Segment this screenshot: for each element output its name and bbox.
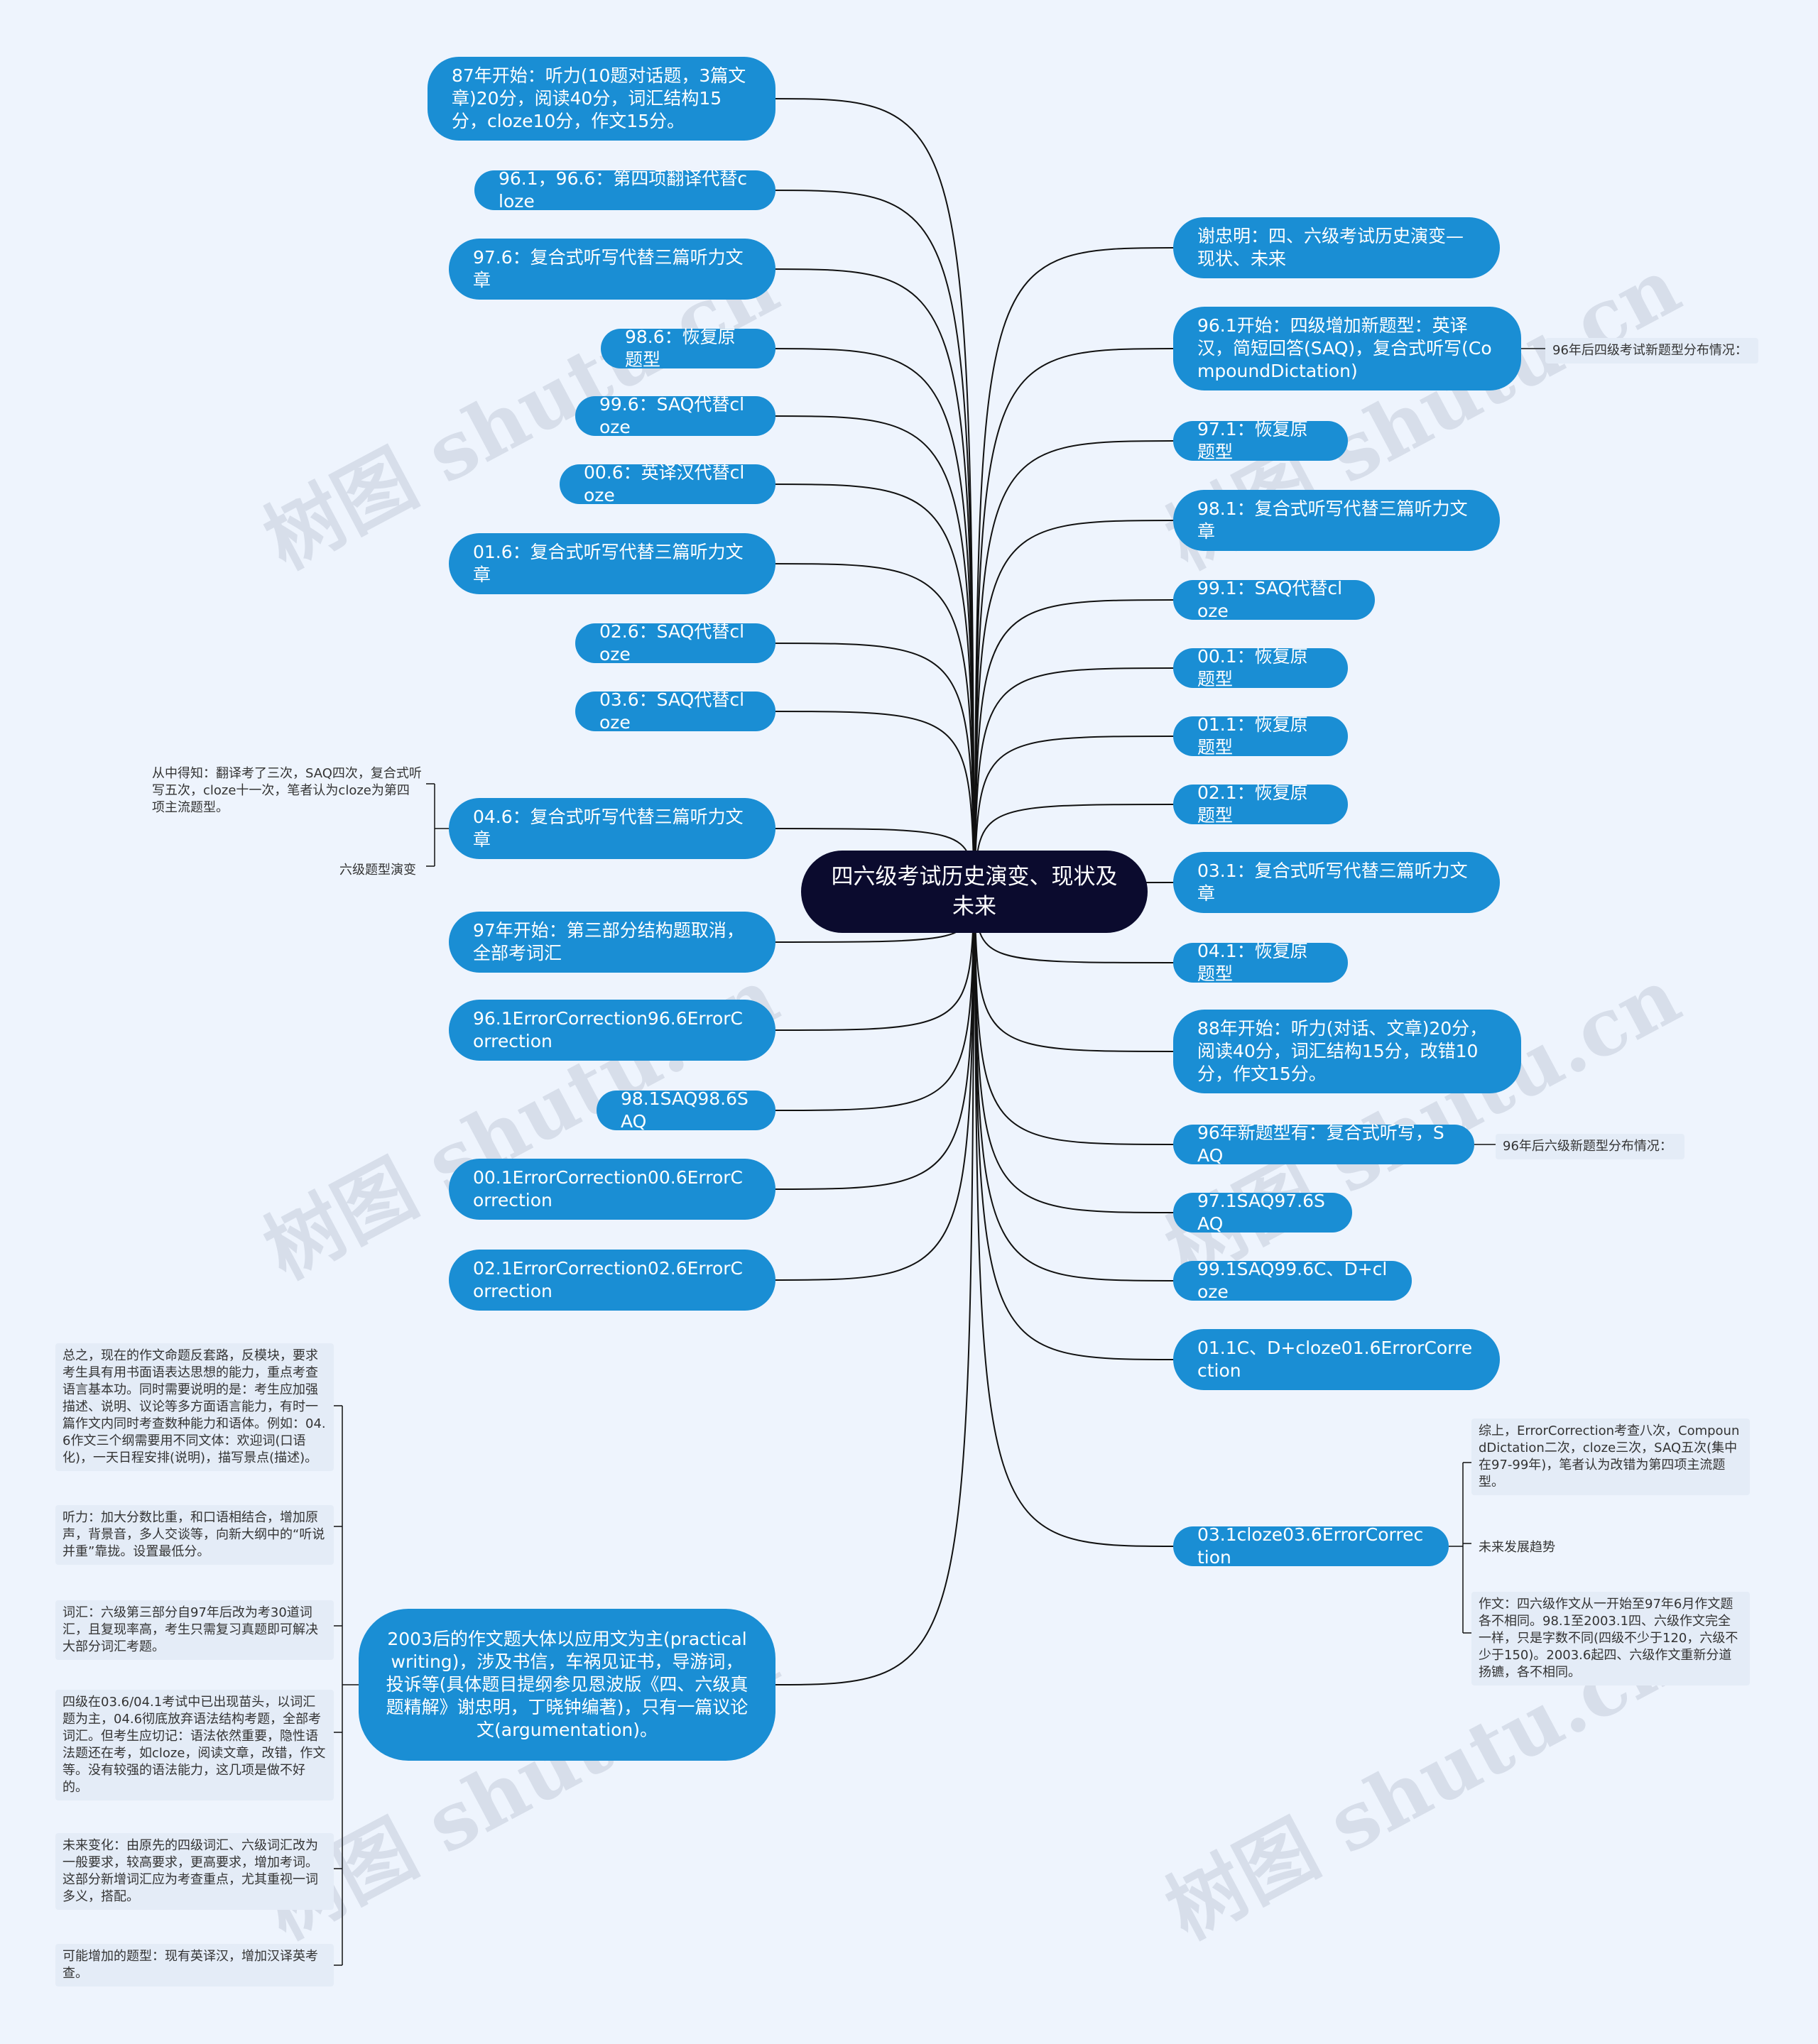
- connector-line: [974, 440, 1181, 892]
- connector-line: [768, 563, 975, 892]
- right-node-88[interactable]: 88年开始：听力(对话、文章)20分，阅读40分，词汇结构15分，改错10分，作…: [1173, 1010, 1521, 1093]
- right-node-01-1[interactable]: 01.1：恢复原题型: [1173, 714, 1348, 758]
- note-vocabulary: 词汇：六级第三部分自97年后改为考30道词汇，且复现率高，考生只需复习真题即可解…: [55, 1600, 334, 1660]
- note-cet6-after96: 96年后六级新题型分布情况：: [1496, 1134, 1684, 1159]
- connector-line: [768, 268, 975, 892]
- left-node-00-error[interactable]: 00.1ErrorCorrection00.6ErrorCorrection: [449, 1159, 775, 1220]
- left-node-04-6[interactable]: 04.6：复合式听写代替三篇听力文章: [449, 798, 775, 859]
- connector-line: [768, 643, 975, 892]
- connector-line: [974, 520, 1181, 892]
- left-node-00-6[interactable]: 00.6：英译汉代替cloze: [560, 462, 775, 505]
- left-node-02-6[interactable]: 02.6：SAQ代替cloze: [575, 621, 775, 665]
- right-node-04-1[interactable]: 04.1：恢复原题型: [1173, 941, 1348, 984]
- left-node-99-6[interactable]: 99.6：SAQ代替cloze: [575, 394, 775, 437]
- right-node-03-cloze[interactable]: 03.1cloze03.6ErrorCorrection: [1173, 1524, 1449, 1568]
- connector-line: [768, 891, 975, 1190]
- connector-line: [768, 483, 975, 892]
- note-future-trend: 未来发展趋势: [1479, 1540, 1555, 1555]
- connector-line: [768, 891, 975, 1111]
- connector-line: [974, 667, 1181, 892]
- left-node-01-6[interactable]: 01.6：复合式听写代替三篇听力文章: [449, 533, 775, 594]
- right-node-99-saq[interactable]: 99.1SAQ99.6C、D+cloze: [1173, 1259, 1412, 1302]
- connector-line: [974, 348, 1181, 892]
- note-summary-writing: 总之，现在的作文命题反套路，反模块，要求考生具有用书面语表达思想的能力，重点考查…: [55, 1343, 334, 1471]
- right-node-96-1-cet4[interactable]: 96.1开始：四级增加新题型：英译汉，简短回答(SAQ)，复合式听写(Compo…: [1173, 307, 1521, 390]
- connector-line: [768, 711, 975, 892]
- connector-line: [768, 891, 975, 1281]
- right-node-00-1[interactable]: 00.1：恢复原题型: [1173, 646, 1348, 689]
- connector-line: [768, 891, 975, 1685]
- right-node-99-1[interactable]: 99.1：SAQ代替cloze: [1173, 578, 1375, 621]
- right-node-97-saq[interactable]: 97.1SAQ97.6SAQ: [1173, 1191, 1352, 1234]
- connector-line: [974, 891, 1181, 1360]
- note-writing: 作文：四六级作文从一开始至97年6月作文题各不相同。98.1至2003.1四、六…: [1471, 1592, 1750, 1685]
- right-node-96-new[interactable]: 96年新题型有：复合式听写，SAQ: [1173, 1122, 1474, 1166]
- connector-line: [974, 891, 1181, 1213]
- left-node-02-error[interactable]: 02.1ErrorCorrection02.6ErrorCorrection: [449, 1250, 775, 1311]
- left-node-96-1[interactable]: 96.1，96.6：第四项翻译代替cloze: [474, 168, 775, 212]
- note-conclusion: 从中得知：翻译考了三次，SAQ四次，复合式听写五次，cloze十一次，笔者认为c…: [152, 766, 422, 815]
- right-node-xie[interactable]: 谢忠明：四、六级考试历史演变—现状、未来: [1173, 217, 1500, 278]
- connector-line: [974, 247, 1181, 892]
- connector-line: [974, 599, 1181, 892]
- right-node-98-1[interactable]: 98.1：复合式听写代替三篇听力文章: [1173, 490, 1500, 551]
- note-listening: 听力：加大分数比重，和口语相结合，增加原声，背景音，多人交谈等，向新大纲中的“听…: [55, 1505, 334, 1565]
- right-node-02-1[interactable]: 02.1：恢复原题型: [1173, 782, 1348, 826]
- left-node-87[interactable]: 87年开始：听力(10题对话题，3篇文章)20分，阅读40分，词汇结构15分，c…: [428, 57, 775, 141]
- connector-line: [974, 891, 1181, 1547]
- note-cet4-vocab: 四级在03.6/04.1考试中已出现苗头，以词汇题为主，04.6彻底放弃语法结构…: [55, 1690, 334, 1800]
- note-possible-types: 可能增加的题型：现有英译汉，增加汉译英考查。: [55, 1944, 334, 1986]
- connector-line: [974, 891, 1181, 1281]
- left-node-2003-writing[interactable]: 2003后的作文题大体以应用文为主(practicalwriting)，涉及书信…: [359, 1609, 775, 1761]
- note-six-level-change: 六级题型演变: [339, 863, 416, 878]
- right-node-03-1[interactable]: 03.1：复合式听写代替三篇听力文章: [1173, 852, 1500, 913]
- connector-line: [974, 736, 1181, 892]
- note-cet4-after96: 96年后四级考试新题型分布情况：: [1545, 338, 1758, 364]
- right-node-01-cd[interactable]: 01.1C、D+cloze01.6ErrorCorrection: [1173, 1329, 1500, 1390]
- note-future-change: 未来变化：由原先的四级词汇、六级词汇改为一般要求，较高要求，更高要求，增加考词。…: [55, 1833, 334, 1910]
- connector-line: [768, 98, 975, 892]
- connector-line: [768, 891, 975, 1031]
- connector-line: [974, 891, 1181, 1052]
- connector-line: [768, 348, 975, 892]
- left-node-98-saq[interactable]: 98.1SAQ98.6SAQ: [597, 1088, 775, 1132]
- note-summary-error: 综上，ErrorCorrection考查八次，CompoundDictation…: [1471, 1419, 1750, 1495]
- left-node-96-error[interactable]: 96.1ErrorCorrection96.6ErrorCorrection: [449, 1000, 775, 1061]
- left-node-97-vocab[interactable]: 97年开始：第三部分结构题取消，全部考词汇: [449, 912, 775, 973]
- connector-line: [768, 190, 975, 892]
- right-node-97-1[interactable]: 97.1：恢复原题型: [1173, 419, 1348, 462]
- left-node-97-6[interactable]: 97.6：复合式听写代替三篇听力文章: [449, 239, 775, 300]
- left-node-03-6[interactable]: 03.6：SAQ代替cloze: [575, 689, 775, 733]
- root-topic[interactable]: 四六级考试历史演变、现状及未来: [801, 851, 1148, 933]
- left-node-98-6[interactable]: 98.6：恢复原题型: [601, 327, 775, 370]
